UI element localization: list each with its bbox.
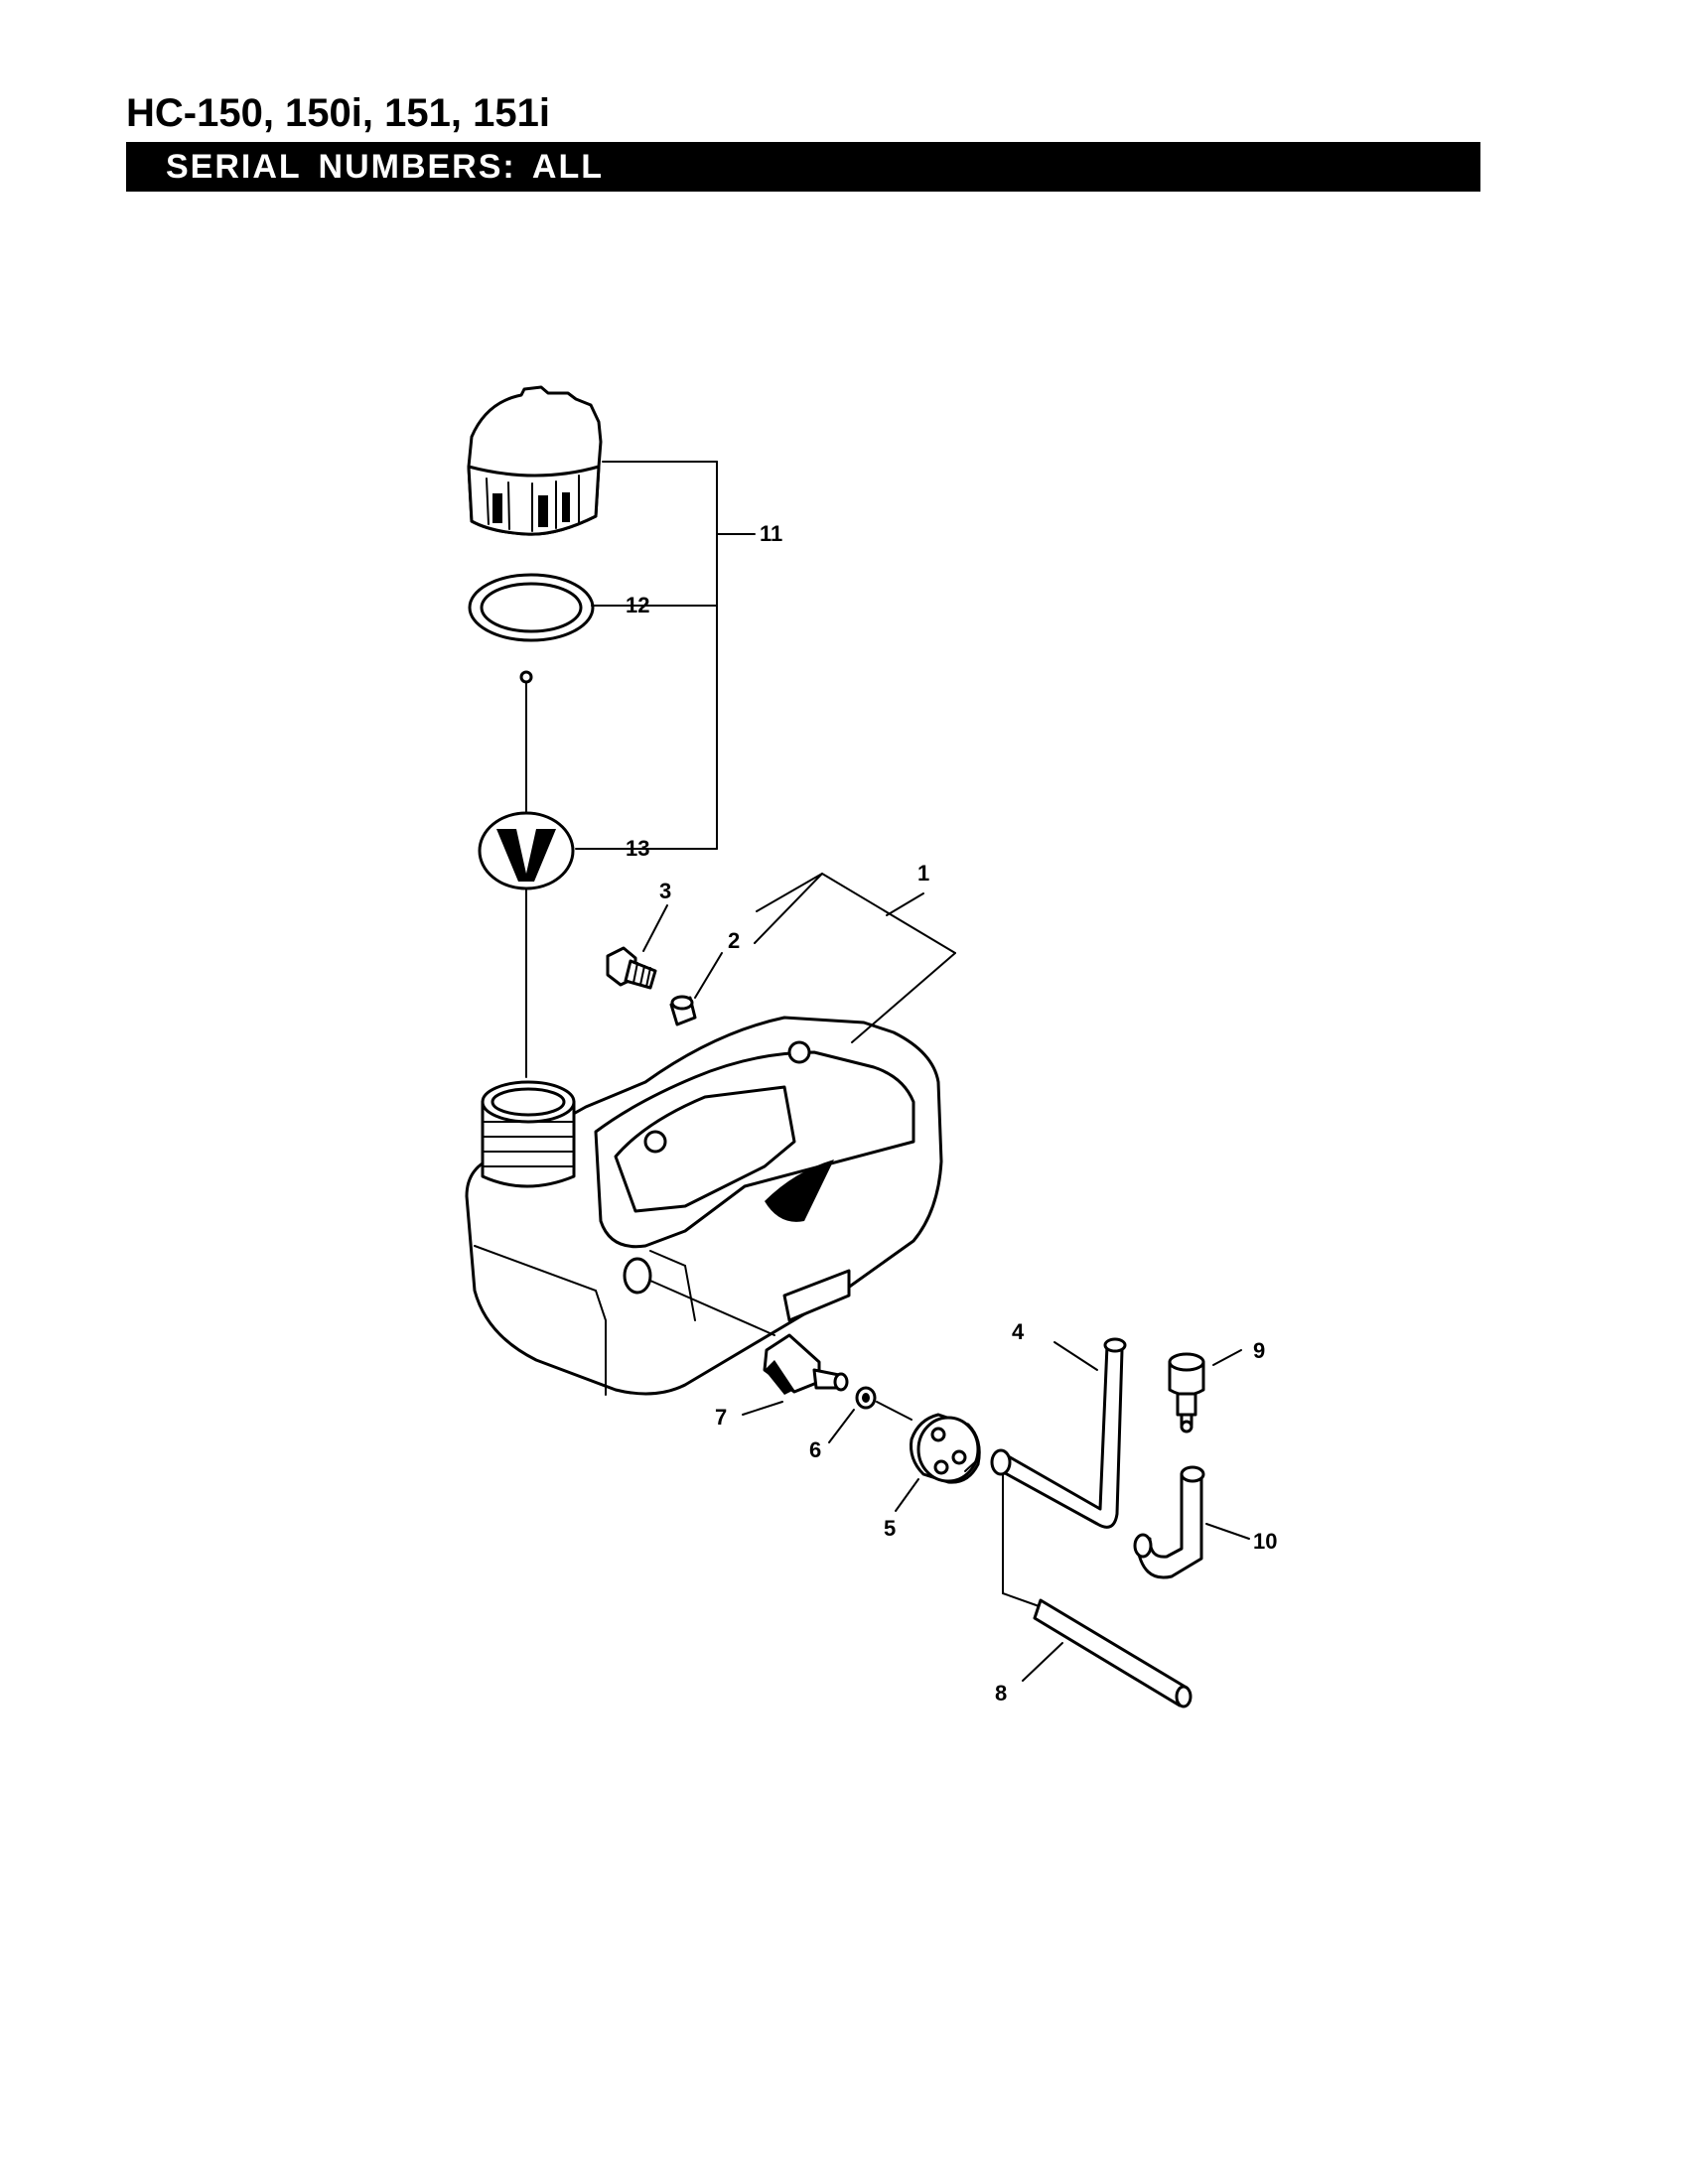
return-pipe	[1133, 1465, 1205, 1579]
callout-bracket-11-13	[575, 461, 756, 850]
callout-7: 7	[715, 1405, 727, 1430]
callout-2: 2	[728, 928, 740, 953]
callout-5: 5	[884, 1516, 896, 1541]
serial-numbers-banner: SERIAL NUMBERS: ALL	[126, 142, 1480, 192]
callout-4: 4	[1012, 1319, 1025, 1344]
vent-pipe	[990, 1337, 1127, 1529]
cap-gasket	[468, 573, 595, 642]
page-title: HC-150, 150i, 151, 151i	[126, 91, 550, 135]
callout-12: 12	[626, 593, 649, 617]
washer	[855, 1386, 912, 1421]
fuel-cap	[467, 385, 603, 536]
callout-9: 9	[1253, 1338, 1265, 1363]
bolt	[606, 946, 657, 990]
fuel-pipe	[1002, 1473, 1193, 1708]
cap-strainer	[478, 670, 575, 1078]
callout-leaders-4-10	[742, 1341, 1250, 1682]
callout-13: 13	[626, 836, 649, 861]
callout-11: 11	[760, 521, 782, 546]
fuel-joint	[649, 1280, 849, 1395]
callout-labels: 1 2 3 4 5 6 7 8 9 10 11 12 13	[626, 521, 1277, 1706]
grommet	[669, 995, 697, 1026]
pipe-grommet	[910, 1413, 981, 1484]
callout-1: 1	[917, 861, 929, 886]
callout-10: 10	[1253, 1529, 1277, 1554]
tank-filler-neck	[481, 1080, 576, 1188]
serial-numbers-label: SERIAL NUMBERS: ALL	[166, 148, 604, 186]
callout-8: 8	[995, 1681, 1007, 1706]
callout-6: 6	[809, 1437, 821, 1462]
callout-3: 3	[659, 879, 671, 903]
air-filter	[1168, 1352, 1205, 1433]
fuel-tank	[465, 1016, 943, 1396]
callout-leaders-1-3	[642, 873, 956, 1043]
